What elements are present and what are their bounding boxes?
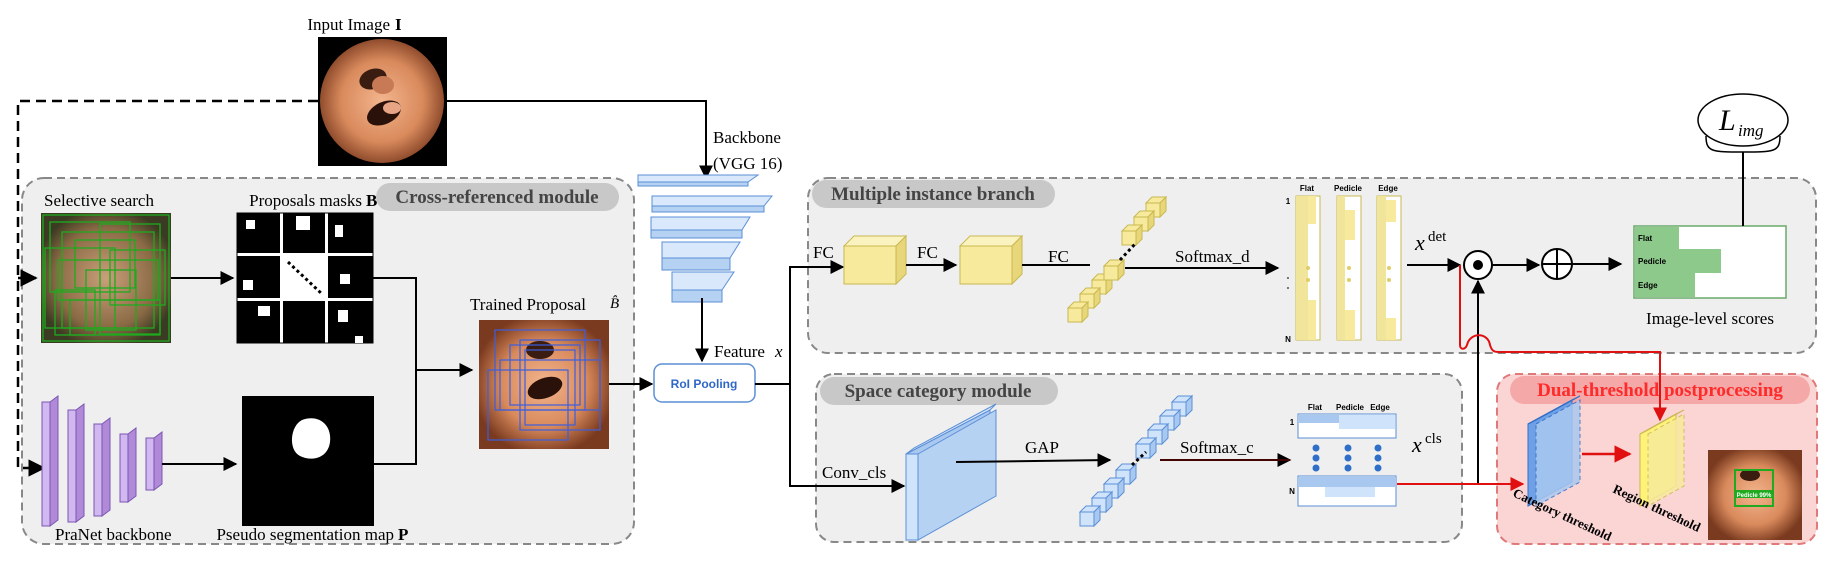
svg-text:Edge: Edge [1370,403,1390,412]
softmax-d-label: Softmax_d [1175,247,1250,266]
x-cls-sup: cls [1425,431,1442,447]
pseudo-segmentation-map [242,396,374,526]
svg-text:Flat: Flat [1300,184,1315,193]
input-image [318,37,447,166]
instance-vector-cls [1078,394,1194,528]
selective-search-label: Selective search [44,191,154,210]
gap-label: GAP [1025,438,1059,457]
selective-search-image [41,213,171,343]
proposals-masks-grid [236,212,374,344]
proposals-masks-symbol: B [366,191,377,210]
input-image-symbol: I [395,15,402,34]
x-det-symbol: x [1414,230,1425,255]
fc-cube-1 [842,234,908,286]
svg-text:img: img [1738,121,1764,140]
proposals-masks-label: Proposals masks [249,191,362,210]
vgg-backbone-stack [637,174,774,303]
svg-text:1: 1 [1290,418,1295,427]
category-threshold-block [1527,395,1581,507]
fc3-label: FC [1048,247,1069,266]
svg-text:1: 1 [1286,197,1291,206]
sum-op [1541,248,1573,280]
conv-cls-block [905,403,997,541]
trained-proposal-label: Trained Proposal [470,295,586,314]
feature-x-symbol: x [774,342,783,361]
region-threshold-block [1639,409,1685,507]
instance-vector-det [1066,195,1168,324]
svg-text:-: - [1287,273,1290,282]
svg-text:Pedicle: Pedicle [1334,184,1363,193]
image-level-scores-label: Image-level scores [1646,309,1774,328]
cross-module-title: Cross-referenced module [395,187,598,208]
input-image-label: Input Image [307,15,390,34]
mi-branch-title: Multiple instance branch [831,184,1035,205]
space-module-title: Space category module [845,381,1032,402]
trained-proposal-symbol: B̂ [610,296,619,312]
cls-score-table: Flat Pedicle Edge 1 N [1289,403,1397,507]
svg-text:Flat: Flat [1308,403,1323,412]
svg-text:Edge: Edge [1638,281,1658,290]
elementwise-product-op [1463,250,1493,280]
detection-result-image: Pedicle 99% [1708,450,1802,540]
feature-x-label: Feature [714,342,765,361]
backbone-label-1: Backbone [713,128,781,147]
fc1-label: FC [813,243,834,262]
x-det-sup: det [1428,229,1447,245]
x-cls-symbol: x [1411,432,1422,457]
image-level-scores-chart: Flat Pedicle Edge [1633,225,1787,299]
svg-text:Pedicle: Pedicle [1336,403,1365,412]
loss-node: L img [1697,93,1789,147]
conv-cls-label: Conv_cls [822,463,886,482]
roi-pooling-label: RoI Pooling [671,377,738,391]
svg-text:L: L [1718,104,1736,137]
svg-text:Edge: Edge [1378,184,1398,193]
svg-text:Flat: Flat [1638,234,1653,243]
det-score-table: Flat Pedicle Edge 1 N - - [1285,184,1402,344]
pseudo-seg-label: Pseudo segmentation map [216,525,394,544]
svg-text:Pedicle: Pedicle [1638,257,1667,266]
svg-text:-: - [1287,283,1290,292]
fc-cube-2 [958,234,1024,286]
fc2-label: FC [917,243,938,262]
svg-text:N: N [1285,335,1291,344]
backbone-label-2: (VGG 16) [713,154,782,173]
pseudo-seg-symbol: P [398,525,408,544]
svg-text:N: N [1289,487,1295,496]
detection-label: Pedicle 99% [1737,493,1772,499]
pranet-label: PraNet backbone [55,525,172,544]
cross-referenced-module-box [21,177,635,545]
pranet-backbone-stack [41,395,163,527]
softmax-c-label: Softmax_c [1180,438,1254,457]
trained-proposal-image [479,320,609,449]
